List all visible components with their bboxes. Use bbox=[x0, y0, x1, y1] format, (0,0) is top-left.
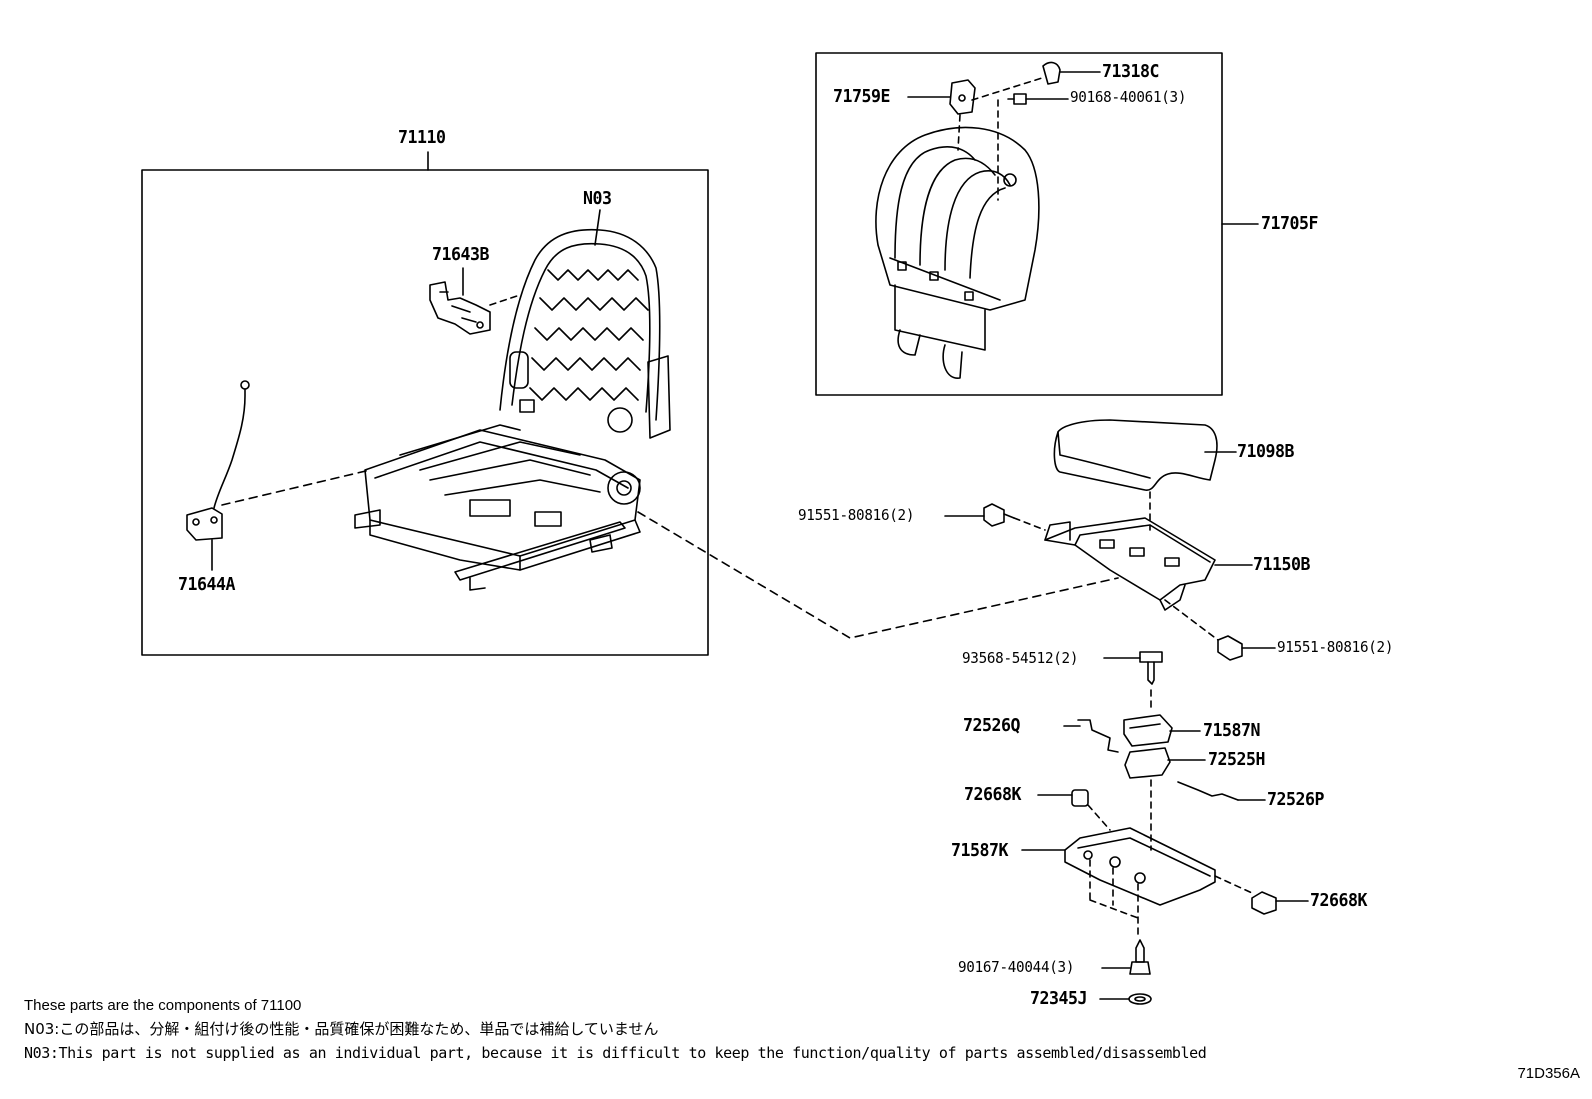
panel-71150B-illustration bbox=[1044, 517, 1216, 611]
label-support-clip[interactable]: 71318C bbox=[1102, 61, 1160, 82]
support-71759E-illustration bbox=[949, 79, 976, 115]
label-lever-block[interactable]: 71587N bbox=[1203, 720, 1261, 741]
knob-72668K-left-illustration bbox=[1071, 789, 1089, 807]
screw-90167-illustration bbox=[1129, 939, 1151, 975]
label-cable-upper[interactable]: 71643B bbox=[432, 244, 490, 265]
note-components: These parts are the components of 71100 bbox=[24, 997, 302, 1014]
cover-71705F-illustration bbox=[875, 126, 1040, 379]
bolt-91551-left-illustration bbox=[983, 503, 1015, 527]
assembly-frame-box bbox=[141, 169, 709, 656]
label-knob-right[interactable]: 72668K bbox=[1310, 890, 1368, 911]
label-sensor-cable[interactable]: 71644A bbox=[178, 574, 236, 595]
bracket-72525H-illustration bbox=[1124, 747, 1171, 779]
label-lever-bracket[interactable]: 72525H bbox=[1208, 749, 1266, 770]
label-base-plate[interactable]: 71587K bbox=[951, 840, 1009, 861]
label-frame-assembly[interactable]: N03 bbox=[583, 188, 612, 209]
note-n03-english: N03:This part is not supplied as an indi… bbox=[24, 1044, 1207, 1062]
label-knob-left[interactable]: 72668K bbox=[964, 784, 1022, 805]
bolt-91551-right-illustration bbox=[1217, 635, 1243, 661]
drawing-code: 71D356A bbox=[1517, 1065, 1580, 1082]
label-screw-top[interactable]: 93568-54512(2) bbox=[962, 649, 1079, 667]
note-n03-japanese: N03:この部品は、分解・組付け後の性能・品質確保が困難なため、単品では補給して… bbox=[24, 1020, 659, 1038]
rod-72526Q-illustration bbox=[1077, 719, 1119, 753]
label-screw-bottom[interactable]: 90167-40044(3) bbox=[958, 958, 1075, 976]
label-bolt-upper[interactable]: 90168-40061(3) bbox=[1070, 88, 1187, 106]
sensor-71644A-illustration bbox=[186, 380, 250, 541]
lever-71587N-illustration bbox=[1123, 714, 1173, 747]
label-bolt-right[interactable]: 91551-80816(2) bbox=[1277, 638, 1394, 656]
bolt-90168-illustration bbox=[1007, 93, 1027, 105]
screw-93568-illustration bbox=[1139, 651, 1163, 685]
label-cover-assembly[interactable]: 71705F bbox=[1261, 213, 1319, 234]
leader-N03 bbox=[594, 209, 601, 246]
label-rod-right[interactable]: 72526P bbox=[1267, 789, 1325, 810]
label-pad[interactable]: 71098B bbox=[1237, 441, 1295, 462]
label-support-piece[interactable]: 71759E bbox=[833, 86, 891, 107]
rod-72526P-illustration bbox=[1177, 781, 1239, 801]
cable-71643B-illustration bbox=[429, 281, 491, 335]
label-bolt-left[interactable]: 91551-80816(2) bbox=[798, 506, 915, 524]
base-71587K-illustration bbox=[1064, 827, 1216, 906]
label-panel[interactable]: 71150B bbox=[1253, 554, 1311, 575]
pad-71098B-illustration bbox=[1053, 419, 1218, 491]
label-washer[interactable]: 72345J bbox=[1030, 988, 1088, 1009]
label-assembly-group-number[interactable]: 71110 bbox=[398, 127, 446, 148]
washer-72345J-illustration bbox=[1128, 993, 1152, 1005]
clip-71318C-illustration bbox=[1042, 61, 1061, 85]
seat-frame-illustration bbox=[354, 228, 671, 591]
label-rod-left[interactable]: 72526Q bbox=[963, 715, 1021, 736]
knob-72668K-right-illustration bbox=[1251, 891, 1277, 915]
